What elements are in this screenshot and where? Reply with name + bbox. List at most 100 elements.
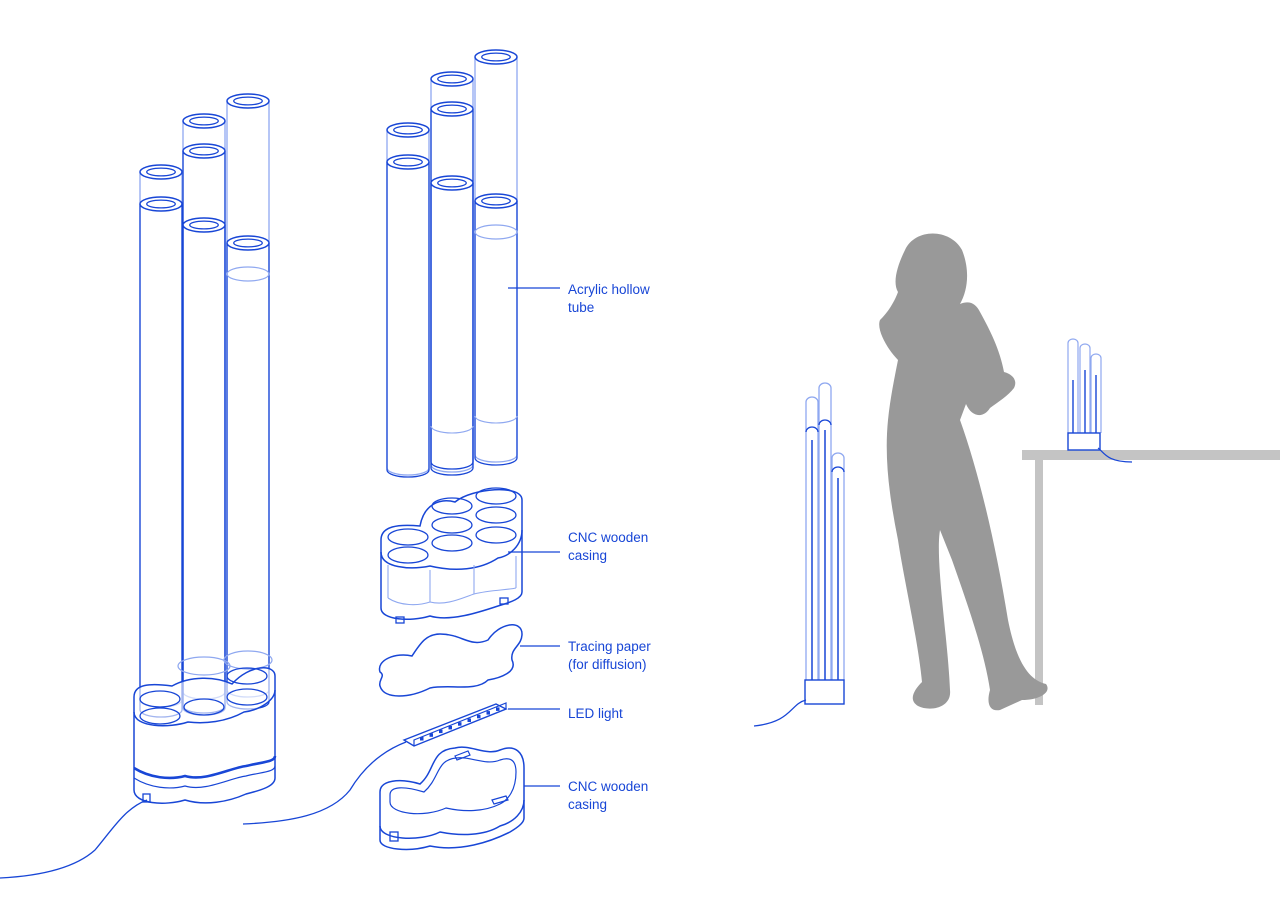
tube-rim — [430, 71, 474, 87]
cable-port — [142, 793, 151, 803]
base-ring — [139, 690, 181, 708]
tube-rim — [386, 122, 430, 138]
led-chip — [448, 725, 452, 730]
tube-bottom — [430, 467, 474, 476]
table-leg — [1035, 460, 1043, 705]
led-strip — [402, 703, 508, 747]
casing-foot — [395, 616, 405, 624]
casing-hole — [387, 528, 429, 546]
faint-ring — [226, 266, 270, 282]
tube-rim-inner — [437, 104, 467, 114]
tube-rim — [182, 113, 226, 129]
led-chip — [458, 722, 462, 726]
tube-rim-inner — [481, 52, 511, 62]
exploded-view — [242, 49, 525, 851]
casing-hole — [475, 506, 517, 524]
tube-rim-inner — [146, 167, 176, 177]
tube-rim-inner — [189, 220, 219, 230]
casing-top-body — [380, 530, 523, 621]
casing-hole — [475, 526, 517, 544]
casing-bottom-body — [379, 800, 525, 851]
faint-ring — [474, 415, 518, 424]
led-chip — [477, 714, 481, 719]
tube-rim-inner — [393, 125, 423, 135]
casing-hole — [431, 534, 473, 552]
tube-rim — [226, 235, 270, 251]
tube-rim-inner — [233, 96, 263, 106]
tube-rim — [139, 164, 183, 180]
mini-tube — [1090, 353, 1102, 433]
mini-tube — [1067, 338, 1079, 433]
led-chip — [429, 733, 433, 737]
tube-bottom — [430, 461, 474, 470]
casing-hole — [475, 487, 517, 505]
tube-rim — [430, 101, 474, 117]
tube-rim-inner — [481, 196, 511, 206]
base-seam — [133, 765, 276, 789]
tube-rim — [226, 93, 270, 109]
cable-port — [389, 831, 399, 842]
tube-rim — [386, 154, 430, 170]
faint-ring — [223, 650, 273, 670]
casing-inner — [387, 587, 517, 606]
led-strip-edge — [413, 702, 507, 746]
tube-rim — [430, 175, 474, 191]
tube-rim-inner — [393, 157, 423, 167]
tube-rim-inner — [233, 238, 263, 248]
casing-hole — [431, 497, 473, 515]
base-seam — [133, 755, 277, 780]
base-ring — [183, 698, 225, 716]
mini-rim — [805, 419, 845, 473]
led-chip — [420, 737, 424, 741]
casing-inner — [387, 556, 517, 602]
mini-tube — [831, 452, 845, 680]
tube-bottom — [474, 454, 518, 463]
mini-cable — [1097, 447, 1133, 463]
led-chip — [496, 707, 500, 711]
callout-led-light: LED light — [568, 706, 623, 721]
casing-bottom — [379, 746, 525, 839]
tube-rim — [474, 193, 518, 209]
callout-tracing-paper: Tracing paper(for diffusion) — [568, 639, 651, 672]
tube-rim — [182, 217, 226, 233]
power-cable — [0, 799, 148, 879]
led-chip — [439, 729, 443, 734]
mini-base — [1067, 432, 1101, 451]
person-silhouette — [879, 233, 1048, 711]
base-top — [133, 667, 276, 727]
tube-rim — [474, 49, 518, 65]
mini-tube-front — [811, 430, 839, 680]
mini-tube — [805, 396, 819, 680]
tube-bottom — [386, 467, 430, 476]
base-ring — [139, 707, 181, 725]
faint-ring — [177, 656, 231, 676]
casing-bottom-inner — [389, 757, 517, 815]
led-clip — [491, 795, 509, 805]
tracing-paper — [378, 624, 523, 697]
callout-leaders — [508, 287, 560, 787]
tube-rim-inner — [437, 178, 467, 188]
tube-bottom — [430, 464, 474, 473]
base-ring — [226, 667, 268, 685]
tube-rim-inner — [189, 146, 219, 156]
led-chip — [486, 711, 490, 715]
faint-ring — [474, 224, 518, 240]
casing-hole — [387, 546, 429, 564]
tube-rim-inner — [437, 74, 467, 84]
tube-rim-inner — [189, 116, 219, 126]
assembled-lamp — [0, 93, 277, 879]
tube-rim — [182, 143, 226, 159]
tube-rim — [139, 196, 183, 212]
tube-rim-inner — [146, 199, 176, 209]
led-cable — [242, 741, 407, 825]
table-top — [1022, 450, 1280, 460]
tube-bottom — [474, 457, 518, 466]
scale-scene — [753, 233, 1280, 727]
mini-base — [804, 679, 845, 705]
led-chip — [467, 718, 471, 722]
mini-tube — [818, 382, 832, 680]
